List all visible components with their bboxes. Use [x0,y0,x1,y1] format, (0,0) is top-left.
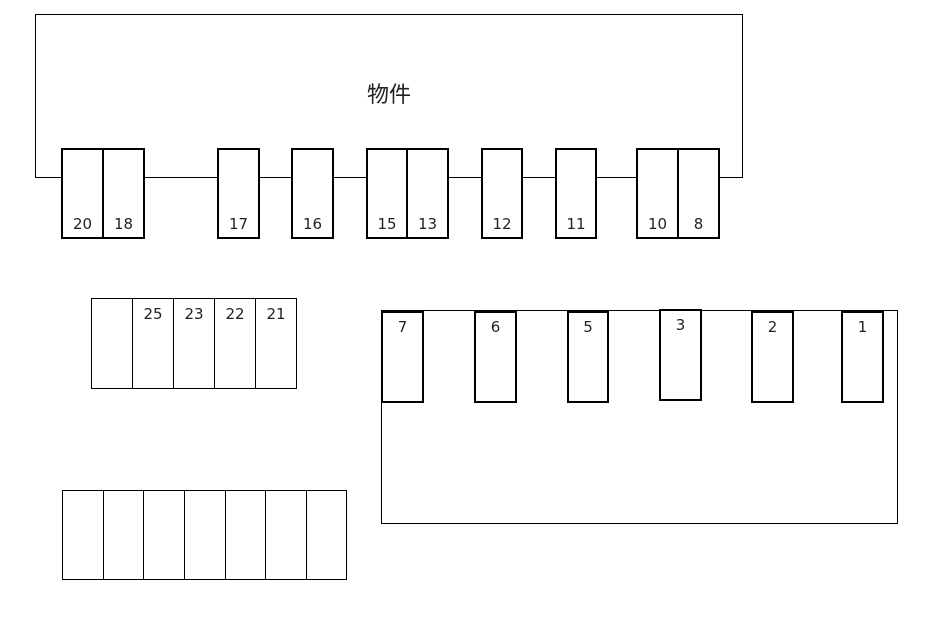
parking-space[interactable]: 13 [406,148,449,239]
parking-space[interactable]: 8 [677,148,720,239]
parking-space[interactable] [91,298,133,389]
parking-space[interactable]: 11 [555,148,597,239]
space-number: 3 [676,316,686,334]
parking-space[interactable]: 16 [291,148,334,239]
space-number: 2 [768,318,778,336]
space-number: 10 [648,215,667,233]
space-number: 22 [225,305,244,323]
parking-space[interactable]: 7 [381,311,424,403]
right-lot-outline [381,310,898,524]
bottom-parking-block [62,490,347,580]
parking-space[interactable]: 22 [214,298,256,389]
right-parking-row: 7 6 5 3 2 1 [381,309,884,403]
parking-space[interactable] [265,490,307,580]
space-number: 8 [694,215,704,233]
space-number: 21 [266,305,285,323]
space-number: 13 [418,215,437,233]
parking-space[interactable]: 12 [481,148,523,239]
parking-space[interactable]: 18 [102,148,145,239]
parking-space[interactable]: 17 [217,148,260,239]
space-number: 12 [492,215,511,233]
building-label: 物件 [367,83,411,108]
parking-space[interactable] [184,490,226,580]
space-number: 18 [114,215,133,233]
space-number: 17 [229,215,248,233]
space-number: 25 [143,305,162,323]
parking-space[interactable] [103,490,144,580]
space-number: 16 [303,215,322,233]
parking-space[interactable]: 6 [474,311,517,403]
parking-space[interactable]: 3 [659,309,702,401]
parking-space[interactable] [225,490,266,580]
space-number: 6 [491,318,501,336]
space-number: 11 [566,215,585,233]
space-number: 23 [184,305,203,323]
parking-space[interactable] [143,490,185,580]
space-number: 15 [377,215,396,233]
space-number: 20 [73,215,92,233]
top-parking-row: 20 18 17 16 15 13 12 11 10 8 [61,148,720,239]
parking-space[interactable] [306,490,347,580]
parking-space[interactable]: 10 [636,148,679,239]
left-parking-block: 25 23 22 21 [91,298,297,389]
parking-space[interactable]: 25 [132,298,174,389]
space-number: 1 [858,318,868,336]
parking-space[interactable]: 5 [567,311,609,403]
parking-space[interactable]: 15 [366,148,408,239]
parking-space[interactable]: 23 [173,298,215,389]
space-number: 5 [583,318,593,336]
parking-space[interactable]: 21 [255,298,297,389]
parking-space[interactable]: 20 [61,148,104,239]
parking-space[interactable]: 2 [751,311,794,403]
parking-space[interactable] [62,490,104,580]
building-outline [35,14,743,178]
space-number: 7 [398,318,408,336]
parking-space[interactable]: 1 [841,311,884,403]
